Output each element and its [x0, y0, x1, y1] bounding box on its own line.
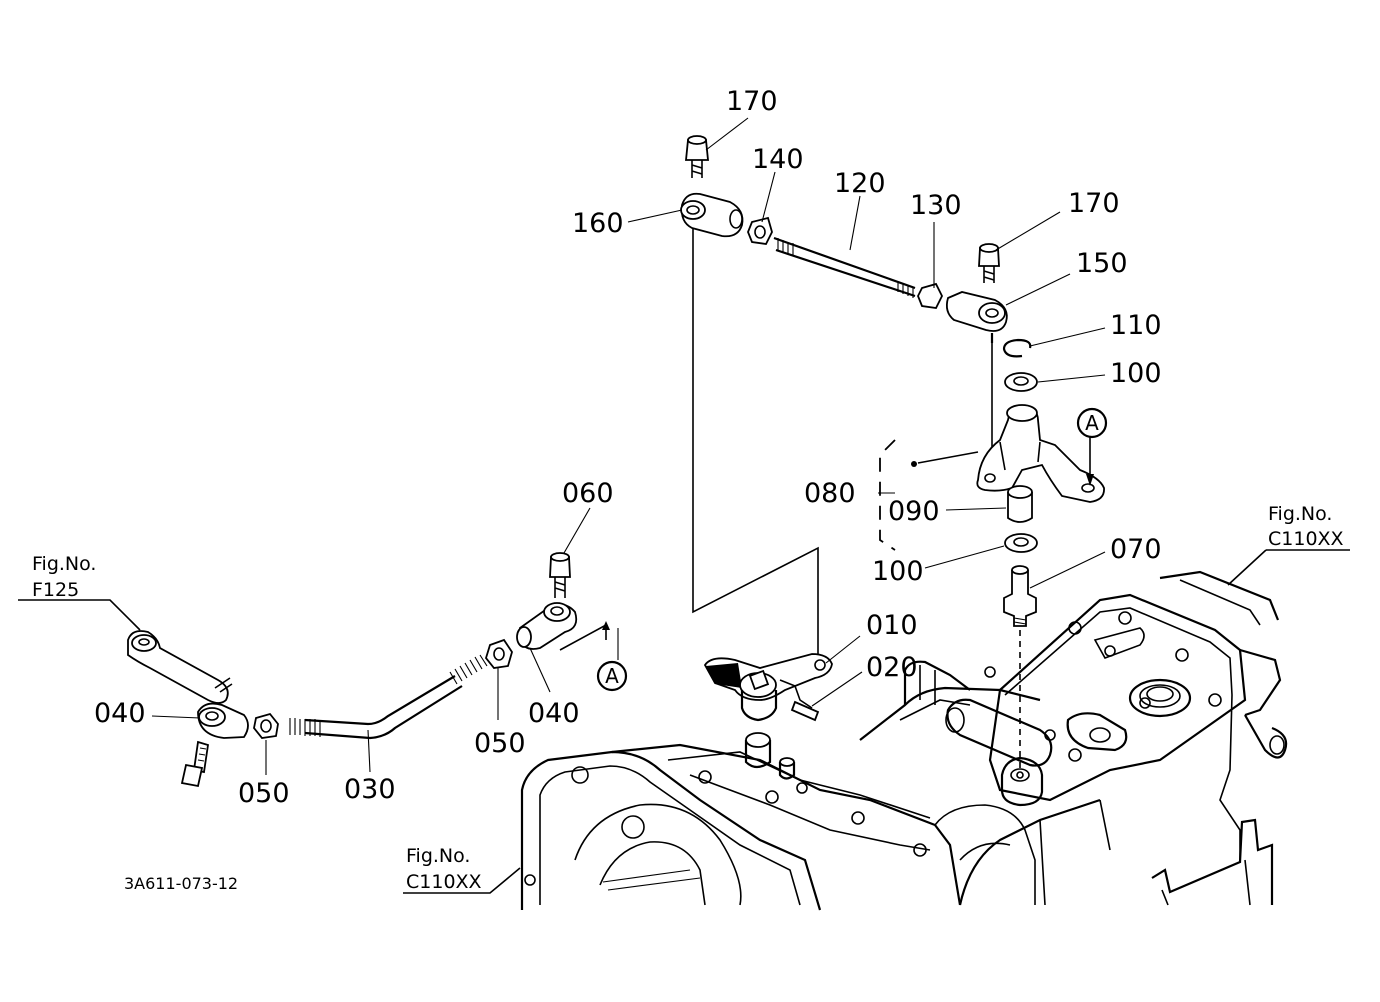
label-050-right: 050 — [474, 728, 526, 759]
leader-lines — [18, 117, 1350, 894]
label-100-lower: 100 — [872, 556, 924, 587]
drawing-code: 3A611-073-12 — [124, 874, 238, 893]
label-150: 150 — [1076, 248, 1128, 279]
lower-linkage — [127, 552, 619, 788]
fig-ref-left-title: Fig.No. — [32, 553, 96, 575]
label-130: 130 — [910, 190, 962, 221]
label-090: 090 — [888, 496, 940, 527]
marker-a-upper-circle — [1076, 407, 1108, 439]
label-170-right: 170 — [1068, 188, 1120, 219]
label-050-left: 050 — [238, 778, 290, 809]
label-160: 160 — [572, 208, 624, 239]
label-100-upper: 100 — [1110, 358, 1162, 389]
transmission-housing — [520, 570, 1288, 911]
label-040-right: 040 — [528, 698, 580, 729]
fig-ref-left-number: F125 — [32, 579, 79, 601]
fig-ref-center-number: C110XX — [406, 871, 482, 893]
label-110: 110 — [1110, 310, 1162, 341]
label-170-left: 170 — [726, 86, 778, 117]
shift-lever-assembly — [703, 653, 833, 780]
marker-a-lower: A — [605, 664, 619, 688]
label-120: 120 — [834, 168, 886, 199]
link-line-160-to-010 — [692, 228, 819, 655]
label-040-left: 040 — [94, 698, 146, 729]
label-070: 070 — [1110, 534, 1162, 565]
marker-a-upper: A — [1085, 411, 1099, 435]
fig-ref-center-title: Fig.No. — [406, 845, 470, 867]
marker-a-lower-circle — [596, 660, 628, 692]
label-080: 080 — [804, 478, 856, 509]
fig-ref-right-title: Fig.No. — [1268, 503, 1332, 525]
label-020: 020 — [866, 652, 918, 683]
label-060: 060 — [562, 478, 614, 509]
fig-ref-right-number: C110XX — [1268, 528, 1344, 550]
label-030: 030 — [344, 774, 396, 805]
label-140: 140 — [752, 144, 804, 175]
arm-stack — [879, 338, 1105, 770]
label-010: 010 — [866, 610, 918, 641]
tie-rod-assembly — [680, 135, 1008, 343]
